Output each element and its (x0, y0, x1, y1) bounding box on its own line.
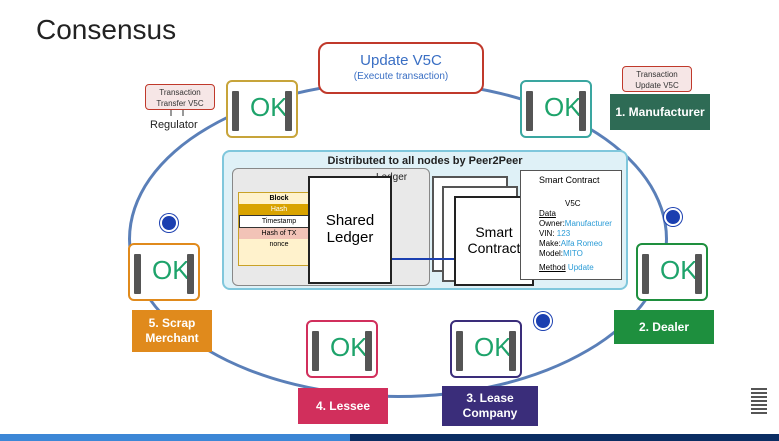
sc-vin: VIN: 123 (539, 229, 570, 238)
connector-line (392, 258, 454, 260)
tx-left-line1: Transaction (159, 88, 201, 97)
regulator-icon (170, 110, 184, 116)
sc-method-key: Method (539, 263, 566, 272)
node-right-bar (509, 331, 516, 371)
sc-head: V5C (565, 199, 581, 208)
lightbulb-icon (664, 208, 682, 226)
regulator-label: Regulator (150, 119, 198, 131)
ok-label: OK (544, 92, 582, 122)
tx-left-line2: Transfer V5C (156, 99, 204, 108)
label-scrap-merchant: 5. Scrap Merchant (132, 310, 212, 352)
smart-contract-line1: Smart (475, 224, 513, 240)
ibm-logo-icon (751, 388, 767, 414)
update-v5c-box: Update V5C (Execute transaction) (318, 42, 484, 94)
ok-label: OK (250, 92, 288, 122)
ok-label: OK (152, 255, 190, 285)
sc-make: Make:Alfa Romeo (539, 239, 603, 248)
node-lessee: OK (306, 320, 378, 378)
block-title: Block (269, 195, 289, 202)
sc-owner-key: Owner: (539, 219, 565, 228)
node-left-bar (456, 331, 463, 371)
sc-owner: Owner:Manufacturer (539, 219, 612, 228)
node-left-bar (642, 254, 649, 294)
update-title: Update V5C (360, 52, 442, 69)
sc-make-key: Make: (539, 239, 561, 248)
node-regulator: OK (226, 80, 298, 138)
node-right-bar (579, 91, 586, 131)
sc-owner-value: Manufacturer (564, 219, 612, 228)
block-timestamp: Timestamp (239, 215, 319, 228)
sc-vin-value: 123 (556, 229, 571, 238)
sc-method: Method Update (539, 263, 594, 272)
smart-contract-line2: Contract (467, 240, 521, 256)
label-dealer: 2. Dealer (614, 310, 714, 344)
tx-right-line2: Update V5C (635, 81, 679, 90)
label-lessee: 4. Lessee (298, 388, 388, 424)
sc-model: Model:MITO (539, 249, 583, 258)
ok-label: OK (474, 332, 512, 362)
shared-ledger-line1: Shared (325, 212, 375, 229)
shared-ledger-line2: Ledger (326, 229, 374, 246)
sc-make-value: Alfa Romeo (560, 239, 603, 248)
node-scrap-merchant: OK (128, 243, 200, 301)
panel-header: Distributed to all nodes by Peer2Peer (327, 155, 523, 167)
node-left-bar (526, 91, 533, 131)
lightbulb-icon (534, 312, 552, 330)
sc-model-value: MITO (563, 249, 583, 258)
node-left-bar (134, 254, 141, 294)
label-lease-company: 3. Lease Company (442, 386, 538, 426)
label-manufacturer: 1. Manufacturer (610, 94, 710, 130)
bottom-bar-accent (0, 434, 350, 441)
node-left-bar (232, 91, 239, 131)
node-left-bar (312, 331, 319, 371)
sc-vin-key: VIN: (539, 229, 555, 238)
block-nonce: nonce (269, 241, 289, 248)
update-subtitle: (Execute transaction) (353, 71, 449, 82)
node-lease-company: OK (450, 320, 522, 378)
ok-label: OK (660, 255, 698, 285)
node-right-bar (695, 254, 702, 294)
block-hash-of-tx: Hash of TX (239, 228, 319, 239)
node-right-bar (187, 254, 194, 294)
node-right-bar (365, 331, 372, 371)
sc-method-value: Update (567, 263, 594, 272)
node-right-bar (285, 91, 292, 131)
lightbulb-icon (160, 214, 178, 232)
block-card: Block Hash Timestamp Hash of TX nonce (238, 192, 320, 266)
node-dealer: OK (636, 243, 708, 301)
node-manufacturer: OK (520, 80, 592, 138)
sc-model-key: Model: (539, 249, 564, 258)
ok-label: OK (330, 332, 368, 362)
transaction-update-box: Transaction Update V5C (622, 66, 692, 92)
bottom-bar (0, 434, 779, 441)
shared-ledger-doc: Shared Ledger (308, 176, 392, 284)
sc-data: Data (539, 209, 556, 218)
block-hash: Hash (239, 204, 319, 215)
smart-contract-card: Smart Contract V5C Data Owner:Manufactur… (520, 170, 622, 280)
sc-card-title: Smart Contract (539, 175, 600, 185)
transaction-transfer-box: Transaction Transfer V5C (145, 84, 215, 110)
tx-right-line1: Transaction (636, 70, 678, 79)
page-title: Consensus (36, 14, 177, 45)
